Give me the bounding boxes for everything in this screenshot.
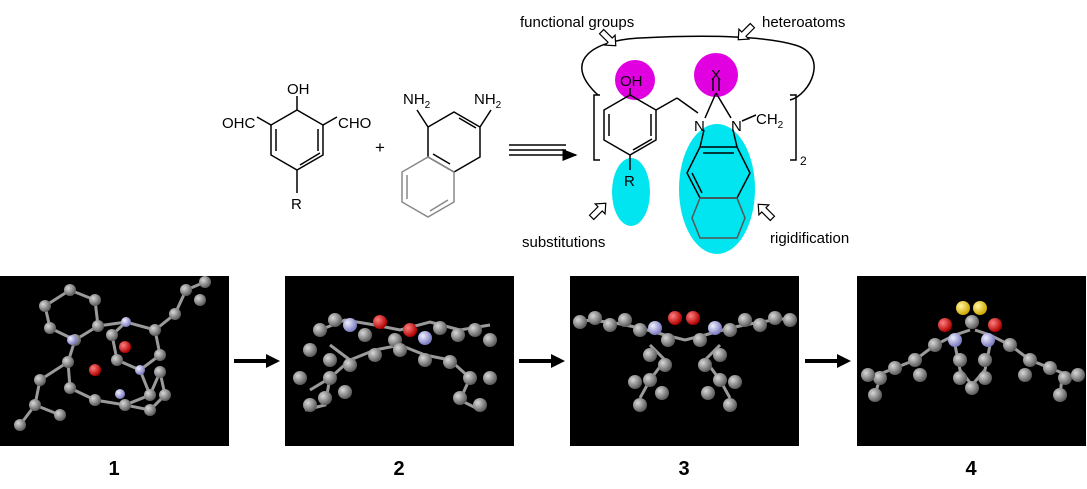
substitution-highlight (612, 158, 650, 226)
panel-arrow-1 (234, 354, 280, 368)
heteroatom-x-label: X (711, 67, 721, 84)
naphthalene-lower-ring (401, 156, 455, 218)
heteroatoms-arrow (737, 22, 756, 41)
functional-group-highlight (615, 60, 655, 100)
r-substituent-label: R (291, 196, 302, 213)
diaminonaphthalene-structure (416, 109, 492, 173)
substitutions-arrow (588, 202, 607, 221)
heteroatom-highlight (694, 53, 738, 97)
nitrogen-left-label: N (694, 118, 705, 135)
panel-label-1: 1 (108, 458, 119, 480)
molecule-3 (573, 311, 797, 412)
dialdehyde-structure (256, 96, 338, 193)
panel-arrow-3 (805, 354, 851, 368)
plus-sign: + (375, 138, 385, 157)
hydroxyl-label: OH (287, 81, 310, 98)
panel-label-4: 4 (965, 458, 977, 480)
product-r-label: R (624, 173, 635, 190)
reaction-arrow (509, 144, 578, 161)
aldehyde-right-label: CHO (338, 115, 371, 132)
structure-panel-2 (285, 276, 514, 446)
macrocycle-loop (581, 35, 815, 101)
nitrogen-right-label: N (731, 118, 742, 135)
repeat-count: 2 (800, 154, 807, 168)
structure-panel-4 (857, 276, 1086, 446)
molecule-4 (861, 301, 1085, 402)
molecule-1 (14, 276, 211, 431)
amine-left-label: NH2 (403, 91, 431, 111)
rigidification-arrow (757, 203, 776, 222)
rigidification-highlight (679, 124, 755, 254)
methylene-label: CH2 (756, 111, 784, 131)
molecule-2-atoms (293, 313, 497, 412)
functional-groups-arrow (598, 28, 617, 47)
panel-label-3: 3 (678, 458, 689, 480)
heteroatoms-label: heteroatoms (762, 14, 845, 31)
molecule-1-atoms (14, 276, 211, 431)
product-structure (593, 78, 797, 239)
panel-label-2: 2 (393, 458, 404, 480)
rigidification-label: rigidification (770, 230, 849, 247)
product-hydroxyl-label: OH (620, 73, 643, 90)
structure-panel-3 (570, 276, 799, 446)
aldehyde-left-label: OHC (222, 115, 256, 132)
substitutions-label: substitutions (522, 234, 605, 251)
molecule-4-atoms (861, 301, 1085, 402)
panel-arrow-2 (519, 354, 565, 368)
molecule-3-atoms (573, 311, 797, 412)
molecule-2 (293, 313, 497, 412)
functional-groups-label: functional groups (520, 14, 634, 31)
amine-right-label: NH2 (474, 91, 502, 111)
